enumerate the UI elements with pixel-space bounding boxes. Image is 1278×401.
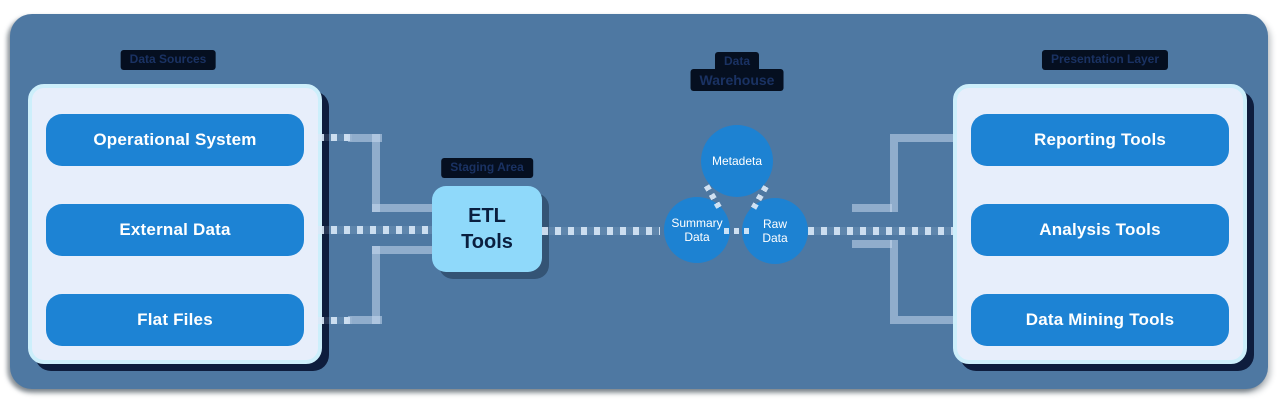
connector-operational-elbow-h1	[348, 134, 382, 142]
node-reporting-tools: Reporting Tools	[971, 114, 1229, 166]
connector-summary-raw	[724, 228, 752, 234]
diagram-canvas: Data Sources Staging Area Data Warehouse…	[10, 14, 1268, 389]
connector-junction-h-bottom	[852, 240, 892, 248]
connector-rawdata-to-junction	[808, 227, 955, 235]
node-raw-data-circle: Raw Data	[742, 198, 808, 264]
raw-data-line1: Raw	[762, 216, 787, 231]
summary-data-line2: Data	[684, 230, 710, 244]
node-etl-tools: ETL Tools	[432, 186, 542, 272]
summary-data-line1: Summary	[671, 215, 723, 230]
connector-etl-to-warehouse	[542, 227, 660, 235]
connector-operational-stub	[318, 134, 352, 141]
warehouse-header-line1: Data	[714, 52, 760, 72]
staging-area-header: Staging Area	[441, 158, 533, 178]
connector-flat-files-elbow-v	[372, 246, 380, 324]
connector-junction-h-top	[852, 204, 892, 212]
node-external-data: External Data	[46, 204, 304, 256]
warehouse-header-line2: Warehouse	[690, 69, 784, 92]
connector-operational-elbow-v	[372, 134, 380, 212]
connector-junction-v-top	[890, 134, 898, 212]
connector-branch-reporting	[898, 134, 955, 142]
etl-label-line1: ETL	[468, 205, 506, 227]
node-operational-system: Operational System	[46, 114, 304, 166]
node-summary-data-circle: Summary Data	[664, 197, 730, 263]
data-sources-panel: Operational System External Data Flat Fi…	[28, 84, 322, 364]
data-sources-header: Data Sources	[120, 50, 216, 70]
etl-label-line2: Tools	[461, 231, 513, 253]
node-data-mining-tools: Data Mining Tools	[971, 294, 1229, 346]
presentation-panel: Reporting Tools Analysis Tools Data Mini…	[953, 84, 1247, 364]
connector-flat-files-elbow-h1	[348, 316, 382, 324]
presentation-header: Presentation Layer	[1041, 50, 1169, 70]
connector-junction-v-bottom	[890, 240, 898, 324]
raw-data-line2: Data	[762, 231, 788, 245]
connector-flat-files-stub	[318, 317, 352, 324]
connector-flat-files-elbow-h2	[372, 246, 432, 254]
node-flat-files: Flat Files	[46, 294, 304, 346]
node-metadata-circle: Metadeta	[701, 125, 773, 197]
connector-external-data-line	[318, 226, 432, 234]
connector-branch-datamining	[898, 316, 955, 324]
metadata-label: Metadeta	[711, 153, 763, 168]
connector-operational-elbow-h2	[372, 204, 432, 212]
node-analysis-tools: Analysis Tools	[971, 204, 1229, 256]
